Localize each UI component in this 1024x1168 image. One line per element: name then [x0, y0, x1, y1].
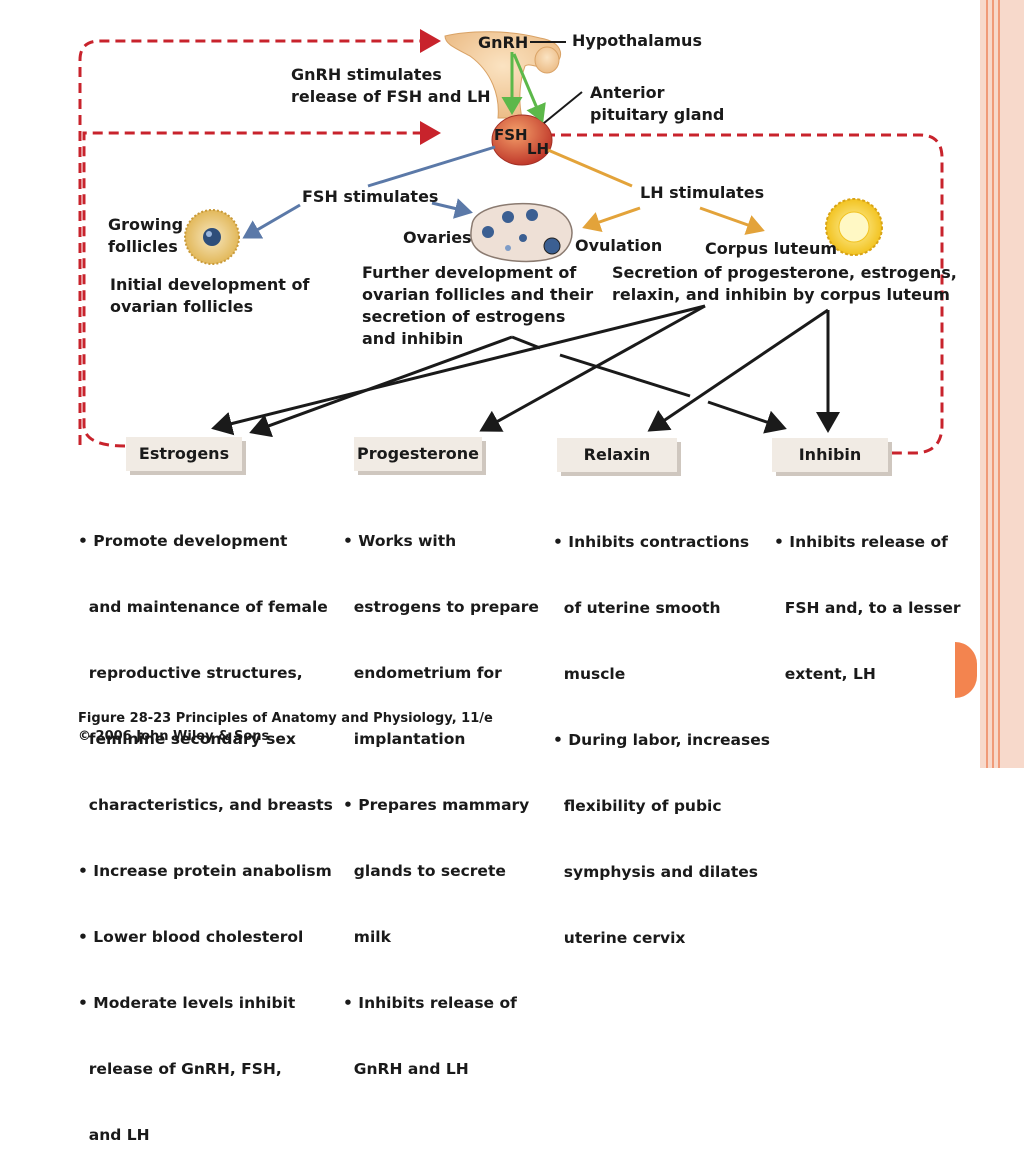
- border-stripe: [998, 0, 1000, 768]
- feedback-loop-outer: [78, 29, 441, 445]
- lh-label: LH: [527, 140, 550, 158]
- pituitary-gland-illustration: [491, 114, 553, 166]
- ovulation-label: Ovulation: [575, 236, 663, 255]
- diagram-canvas: [78, 29, 944, 455]
- effect-line: reproductive structures,: [78, 664, 303, 682]
- corpus-luteum-illustration: [825, 198, 883, 256]
- effect-line: characteristics, and breasts: [78, 796, 333, 814]
- effect-line: • Works with: [343, 532, 457, 550]
- effect-line: and LH: [78, 1126, 150, 1144]
- anterior-pituitary-label-line2: pituitary gland: [590, 105, 725, 124]
- fsh-arrows: [242, 145, 496, 239]
- initial-development-label-line2: ovarian follicles: [110, 297, 254, 316]
- further-development-label-line4: and inhibin: [362, 329, 464, 348]
- effect-line: • Prepares mammary: [343, 796, 530, 814]
- effect-line: flexibility of pubic: [553, 797, 722, 815]
- gnrh-stimulates-label: GnRH stimulates: [291, 65, 442, 84]
- estrogens-effects: • Promote development and maintenance of…: [78, 486, 333, 1168]
- progesterone-effects: • Works with estrogens to prepare endome…: [343, 486, 539, 1102]
- effect-line: milk: [343, 928, 391, 946]
- effect-line: • Increase protein anabolism: [78, 862, 332, 880]
- fsh-label: FSH: [494, 126, 528, 144]
- hypothalamus-label: Hypothalamus: [572, 31, 702, 50]
- hormone-arrows: [211, 304, 840, 438]
- further-development-label: Further development of: [362, 263, 577, 282]
- corpus-luteum-label: Corpus luteum: [705, 239, 837, 258]
- effect-line: of uterine smooth: [553, 599, 721, 617]
- anterior-pituitary-label: Anterior: [590, 83, 665, 102]
- initial-development-label: Initial development of: [110, 275, 310, 294]
- effect-line: • Inhibits contractions: [553, 533, 750, 551]
- effect-line: • During labor, increases: [553, 731, 770, 749]
- lh-stimulates-label: LH stimulates: [640, 183, 765, 202]
- figure-caption: Figure 28-23 Principles of Anatomy and P…: [78, 710, 493, 746]
- lh-arrows: [547, 148, 765, 235]
- effect-line: • Lower blood cholesterol: [78, 928, 304, 946]
- growing-follicles-label-line2: follicles: [108, 237, 178, 256]
- gnrh-stimulates-label-line2: release of FSH and LH: [291, 87, 491, 106]
- fsh-stimulates-label: FSH stimulates: [302, 187, 439, 206]
- feedback-loop-inner: [82, 121, 944, 455]
- effect-line: • Inhibits release of: [774, 533, 948, 551]
- effect-line: extent, LH: [774, 665, 876, 683]
- growing-follicles-label: Growing: [108, 215, 184, 234]
- relaxin-box: Relaxin: [557, 438, 677, 472]
- progesterone-box: Progesterone: [354, 437, 482, 471]
- inhibin-box: Inhibin: [772, 438, 888, 472]
- leader-lines: [530, 41, 583, 124]
- figure-caption-title: Figure 28-23 Principles of Anatomy and P…: [78, 711, 493, 726]
- effect-line: endometrium for: [343, 664, 502, 682]
- further-development-label-line3: secretion of estrogens: [362, 307, 566, 326]
- ovaries-label: Ovaries: [403, 228, 472, 247]
- gnrh-arrows: [501, 52, 546, 123]
- effect-line: • Moderate levels inhibit: [78, 994, 296, 1012]
- effect-line: feminine secondary sex: [78, 730, 296, 748]
- effect-line: estrogens to prepare: [343, 598, 539, 616]
- ovary-illustration: [470, 202, 573, 263]
- gnrh-label: GnRH: [478, 33, 529, 52]
- hypothalamus-illustration: [444, 31, 562, 119]
- inhibin-effects: • Inhibits release of FSH and, to a less…: [774, 487, 961, 707]
- border-stripe: [992, 0, 994, 768]
- relaxin-effects: • Inhibits contractions of uterine smoot…: [553, 487, 770, 971]
- further-development-label-line2: ovarian follicles and their: [362, 285, 594, 304]
- effect-line: GnRH and LH: [343, 1060, 469, 1078]
- effect-line: implantation: [343, 730, 466, 748]
- figure-caption-copyright: © 2006 John Wiley & Sons: [78, 729, 270, 744]
- corpus-secretion-label-line2: relaxin, and inhibin by corpus luteum: [612, 285, 950, 304]
- effect-line: and maintenance of female: [78, 598, 328, 616]
- effect-line: • Promote development: [78, 532, 288, 550]
- growing-follicle-illustration: [184, 209, 240, 265]
- effect-line: muscle: [553, 665, 626, 683]
- effect-line: uterine cervix: [553, 929, 686, 947]
- border-stripe: [986, 0, 988, 768]
- effect-line: symphysis and dilates: [553, 863, 758, 881]
- effect-line: glands to secrete: [343, 862, 506, 880]
- effect-line: FSH and, to a lesser: [774, 599, 961, 617]
- estrogens-box: Estrogens: [126, 437, 242, 471]
- corpus-secretion-label: Secretion of progesterone, estrogens,: [612, 263, 957, 282]
- effect-line: • Inhibits release of: [343, 994, 517, 1012]
- effect-line: release of GnRH, FSH,: [78, 1060, 282, 1078]
- slide-pager-tab[interactable]: [955, 642, 977, 698]
